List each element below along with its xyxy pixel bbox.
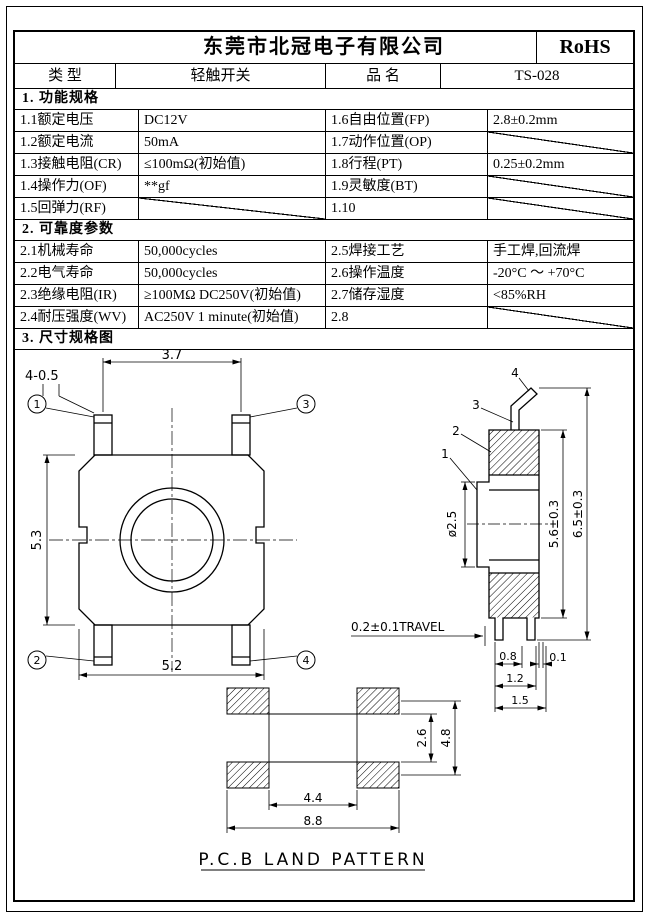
spec-label: 2.8	[326, 307, 488, 328]
spec-value: 50mA	[139, 132, 326, 153]
product-name-label: 品 名	[326, 64, 441, 88]
spec-value: **gf	[139, 176, 326, 197]
spec-label: 1.10	[326, 198, 488, 219]
spec-value: AC250V 1 minute(初始值)	[139, 307, 326, 328]
pcb-pad	[356, 761, 400, 789]
side-callout-2: 2	[452, 424, 460, 438]
spec-value: <85%RH	[493, 288, 547, 303]
spec-row: 2.4耐压强度(WV) AC250V 1 minute(初始值) 2.8	[15, 307, 633, 329]
section3-title: 3. 尺寸规格图	[15, 329, 633, 350]
rohs-badge: RoHS	[536, 32, 633, 63]
spec-row: 1.5回弹力(RF) 1.10	[15, 198, 633, 220]
spec-row: 1.3接触电阻(CR) ≤100mΩ(初始值) 1.8行程(PT) 0.25±0…	[15, 154, 633, 176]
spec-value: 50,000cycles	[139, 263, 326, 284]
dim-1-5: 1.5	[511, 694, 529, 707]
callout-1-circle	[27, 394, 47, 414]
spec-label: 1.5回弹力(RF)	[15, 198, 139, 219]
product-row: 类 型 轻触开关 品 名 TS-028	[15, 64, 633, 89]
product-name-value: TS-028	[514, 68, 560, 84]
dim-pcb-gap: 2.6	[415, 728, 429, 747]
spec-row: 1.1额定电压 DC12V 1.6自由位置(FP) 2.8±0.2mm	[15, 110, 633, 132]
callout-3: 3	[303, 398, 310, 411]
spec-label: 1.1额定电压	[15, 110, 139, 131]
section1-title: 1. 功能规格	[15, 89, 633, 110]
spec-row: 1.4操作力(OF) **gf 1.9灵敏度(BT)	[15, 176, 633, 198]
callout-2: 2	[34, 654, 41, 667]
spec-label: 1.4操作力(OF)	[15, 176, 139, 197]
spec-value-na	[139, 198, 326, 219]
spec-label: 1.8行程(PT)	[326, 154, 488, 175]
dim-height-inner: 5.6±0.3	[547, 500, 561, 548]
side-callout-3: 3	[472, 398, 480, 412]
dim-travel: 0.2±0.1TRAVEL	[351, 620, 445, 634]
spec-value: 0.25±0.2mm	[493, 157, 565, 172]
header-row: 东莞市北冠电子有限公司 RoHS	[15, 32, 633, 64]
dim-0-8: 0.8	[499, 650, 517, 663]
spec-label: 2.3绝缘电阻(IR)	[15, 285, 139, 306]
spec-row: 2.3绝缘电阻(IR) ≥100MΩ DC250V(初始值) 2.7储存湿度 <…	[15, 285, 633, 307]
pcb-pad	[226, 761, 270, 789]
pcb-land-pattern: 2.6 4.8 4.4 8.8 P.C.B LAND PATTERN	[198, 687, 461, 871]
spec-label: 2.5焊接工艺	[326, 241, 488, 262]
spec-row: 2.2电气寿命 50,000cycles 2.6操作温度 -20°C ～ +70…	[15, 263, 633, 285]
dim-pin-pitch: 3.7	[162, 350, 183, 363]
type-value: 轻触开关	[116, 64, 326, 88]
spec-label: 2.1机械寿命	[15, 241, 139, 262]
type-label: 类 型	[15, 64, 116, 88]
pcb-pad	[226, 687, 270, 715]
spec-value: -20°C ～ +70°C	[493, 266, 585, 281]
dim-pin-width: 4-0.5	[25, 369, 59, 384]
top-view: 1 3 2 4 3.7 4-0.5 5.3 5.2	[25, 350, 316, 680]
spec-value: DC12V	[139, 110, 326, 131]
spec-value: 2.8±0.2mm	[493, 113, 558, 128]
spec-sheet: 东莞市北冠电子有限公司 RoHS 类 型 轻触开关 品 名 TS-028 1. …	[13, 30, 635, 902]
spec-value: ≥100MΩ DC250V(初始值)	[139, 285, 326, 306]
spec-label: 1.2额定电流	[15, 132, 139, 153]
callout-4-circle	[296, 650, 316, 670]
spec-value-na	[488, 176, 633, 197]
spec-label: 2.4耐压强度(WV)	[15, 307, 139, 328]
spec-label: 1.7动作位置(OP)	[326, 132, 488, 153]
spec-value-na	[488, 132, 633, 153]
spec-label: 1.6自由位置(FP)	[326, 110, 488, 131]
spec-label: 2.6操作温度	[326, 263, 488, 284]
pcb-pattern-title: P.C.B LAND PATTERN	[198, 850, 427, 870]
spec-value-na	[488, 198, 633, 219]
pcb-pad	[356, 687, 400, 715]
spec-row: 2.1机械寿命 50,000cycles 2.5焊接工艺 手工焊,回流焊	[15, 241, 633, 263]
callout-3-circle	[296, 394, 316, 414]
page-border: 东莞市北冠电子有限公司 RoHS 类 型 轻触开关 品 名 TS-028 1. …	[6, 6, 643, 912]
side-view: 4 3 2 1 ø2.5 5.6±0.3 6.5±0.3 0.2±0.1TRAV…	[351, 366, 591, 712]
spec-label: 1.3接触电阻(CR)	[15, 154, 139, 175]
section2-title: 2. 可靠度参数	[15, 220, 633, 241]
dim-0-1: 0.1	[549, 651, 567, 664]
dim-button-dia: ø2.5	[445, 511, 459, 537]
dim-pcb-outer: 8.8	[303, 814, 322, 828]
spec-value-na	[488, 307, 633, 328]
dim-pcb-inner: 4.4	[303, 791, 322, 805]
spec-label: 2.7储存湿度	[326, 285, 488, 306]
dim-height-outer: 6.5±0.3	[571, 490, 585, 538]
spec-label: 1.9灵敏度(BT)	[326, 176, 488, 197]
company-name: 东莞市北冠电子有限公司	[203, 36, 445, 58]
dimension-drawing: 1 3 2 4 3.7 4-0.5 5.3 5.2	[15, 350, 633, 900]
callout-1: 1	[34, 398, 41, 411]
dim-1-2: 1.2	[506, 672, 524, 685]
side-callout-1: 1	[441, 447, 449, 461]
callout-4: 4	[303, 654, 310, 667]
callout-2-circle	[27, 650, 47, 670]
side-callout-4: 4	[511, 366, 519, 380]
spec-value: ≤100mΩ(初始值)	[139, 154, 326, 175]
spec-value: 50,000cycles	[139, 241, 326, 262]
dimension-drawing-svg: 1 3 2 4 3.7 4-0.5 5.3 5.2	[25, 350, 591, 871]
spec-value: 手工焊,回流焊	[493, 244, 581, 259]
spec-row: 1.2额定电流 50mA 1.7动作位置(OP)	[15, 132, 633, 154]
dim-body-height: 5.3	[30, 530, 45, 551]
dim-pcb-span-v: 4.8	[439, 728, 453, 747]
dim-body-width: 5.2	[162, 659, 183, 674]
spec-label: 2.2电气寿命	[15, 263, 139, 284]
